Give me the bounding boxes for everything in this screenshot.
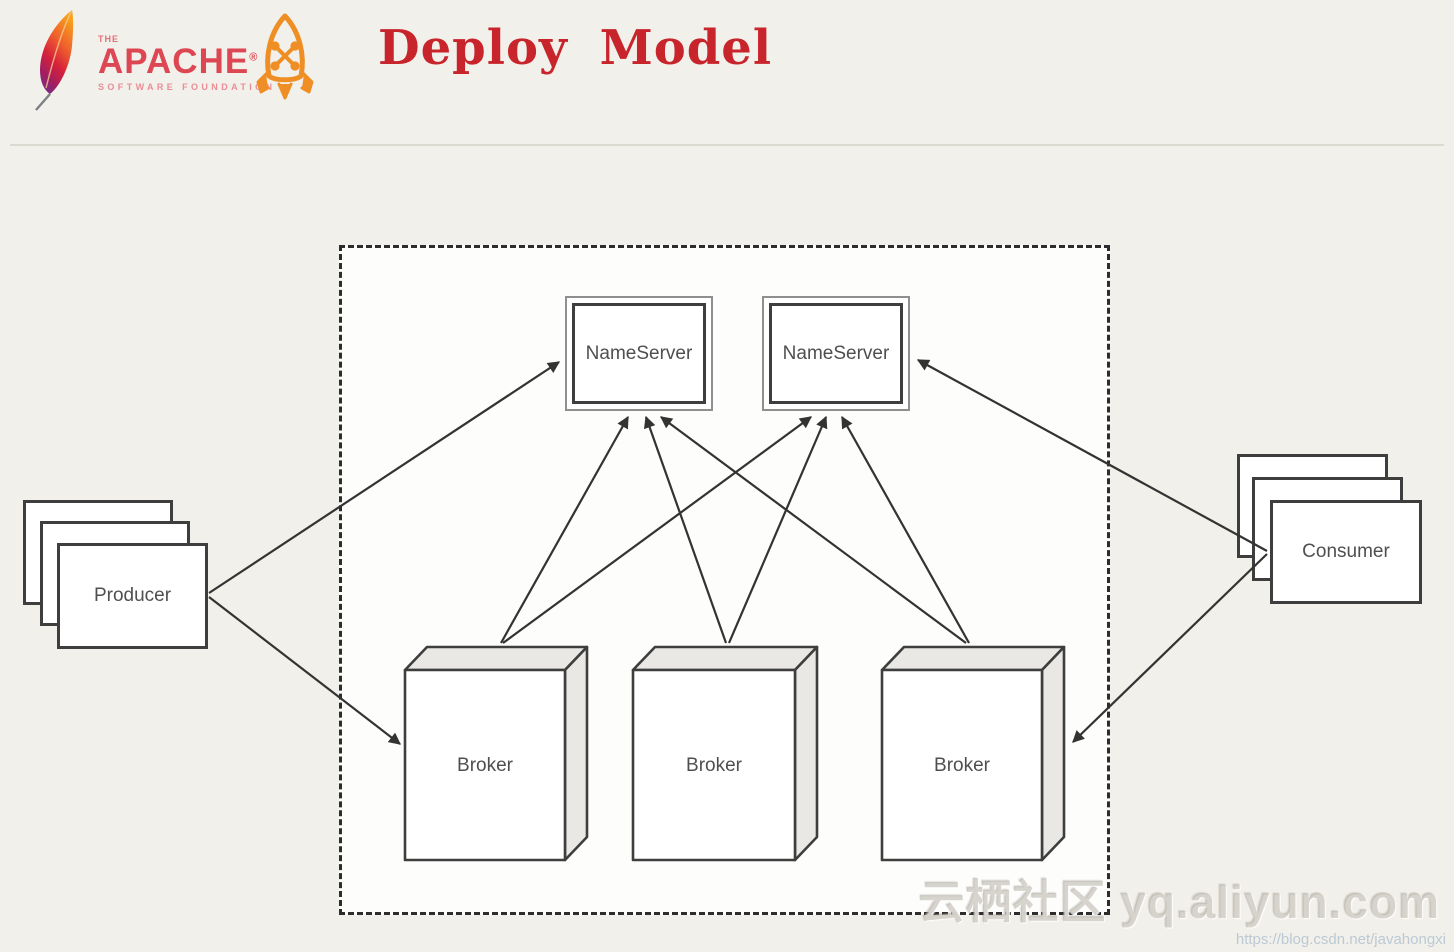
apache-the-label: THE [98, 34, 119, 44]
apache-name-label: APACHE® [98, 42, 259, 81]
header-divider [10, 144, 1444, 146]
apache-wordmark: THE APACHE® SOFTWARE FOUNDATION [98, 34, 275, 117]
apache-software-foundation-logo: THE APACHE® SOFTWARE FOUNDATION [28, 8, 275, 117]
registered-mark: ® [249, 51, 259, 64]
cluster-dashed-container [339, 245, 1110, 915]
broker-3-label: Broker [934, 755, 990, 776]
watermark-url-text: https://blog.csdn.net/javahongxi [1235, 931, 1446, 948]
nameserver-2-label: NameServer [782, 342, 890, 364]
apache-feather-icon [28, 8, 94, 117]
nameserver-1-node: NameServer [565, 296, 713, 411]
nameserver-1-label: NameServer [585, 342, 693, 364]
producer-label: Producer [93, 585, 172, 606]
consumer-node: Consumer [1270, 500, 1422, 604]
consumer-label: Consumer [1302, 541, 1390, 562]
apache-subtitle-label: SOFTWARE FOUNDATION [98, 82, 276, 92]
producer-node: Producer [57, 543, 208, 649]
watermark-site-text: 云栖社区 yq.aliyun.com [918, 876, 1440, 928]
rocketmq-rocket-icon [248, 12, 322, 113]
header: THE APACHE® SOFTWARE FOUNDATION [0, 0, 1454, 145]
nameserver-2-node: NameServer [762, 296, 910, 411]
broker-2-label: Broker [686, 755, 742, 776]
page-title: Deploy Model [378, 20, 773, 76]
broker-1-label: Broker [457, 755, 513, 776]
